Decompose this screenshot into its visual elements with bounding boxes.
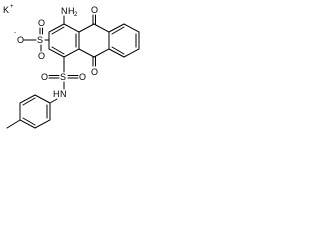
bond-n-tolyl — [49, 98, 58, 104]
quinone-ring: O O — [78, 5, 110, 77]
oxide-charge: - — [14, 30, 16, 36]
oxide-oxygen-label: O — [17, 35, 24, 45]
tolyl-ring-outline — [19, 94, 51, 129]
right-ring-double-2 — [111, 46, 125, 55]
right-aromatic-ring — [108, 23, 140, 58]
left-aromatic-ring — [48, 23, 80, 58]
sulfonyl-oxygen-left-label: O — [41, 72, 48, 82]
sulfonate-group: - O S O O — [14, 18, 50, 61]
sulfonyl-oxygen-right-label: O — [79, 72, 86, 82]
sulfonate-sulfur-label: S — [37, 35, 43, 45]
left-ring-double-1 — [51, 26, 65, 35]
left-ring-outline — [48, 23, 80, 58]
sulfonamide-sulfur-label: S — [60, 72, 66, 82]
amine-hydrogen-count: 2 — [74, 12, 78, 18]
sulfonate-oxygen-up-label: O — [38, 18, 45, 28]
sulfonate-oxygen-down-label: O — [38, 51, 45, 61]
tolyl-ring-double-2 — [22, 97, 36, 106]
keto-bottom-oxygen-label: O — [91, 67, 98, 77]
chemical-structure-diagram: K + - O S O O N H 2 O O — [3, 4, 140, 129]
keto-top-oxygen-label: O — [91, 5, 98, 15]
amino-group: N H 2 — [61, 6, 78, 25]
right-ring-outline — [108, 23, 140, 58]
sulfonamide-group: O S O H N — [41, 56, 86, 104]
sulfonamide-nitrogen-label: N — [60, 89, 67, 99]
tolyl-ring-double-3 — [22, 117, 36, 126]
tolyl-ring — [6, 94, 51, 129]
potassium-ion: K + — [3, 4, 14, 15]
left-ring-double-2 — [51, 46, 65, 55]
right-ring-double-1 — [111, 26, 125, 35]
methyl-bond — [6, 119, 21, 129]
potassium-label: K — [3, 5, 9, 15]
amine-nitrogen-label: N — [61, 6, 68, 16]
sulfonamide-hydrogen-label: H — [53, 89, 60, 99]
potassium-charge: + — [10, 4, 14, 10]
quinone-ring-outline — [78, 23, 110, 58]
amine-hydrogen-label: H — [68, 6, 75, 16]
